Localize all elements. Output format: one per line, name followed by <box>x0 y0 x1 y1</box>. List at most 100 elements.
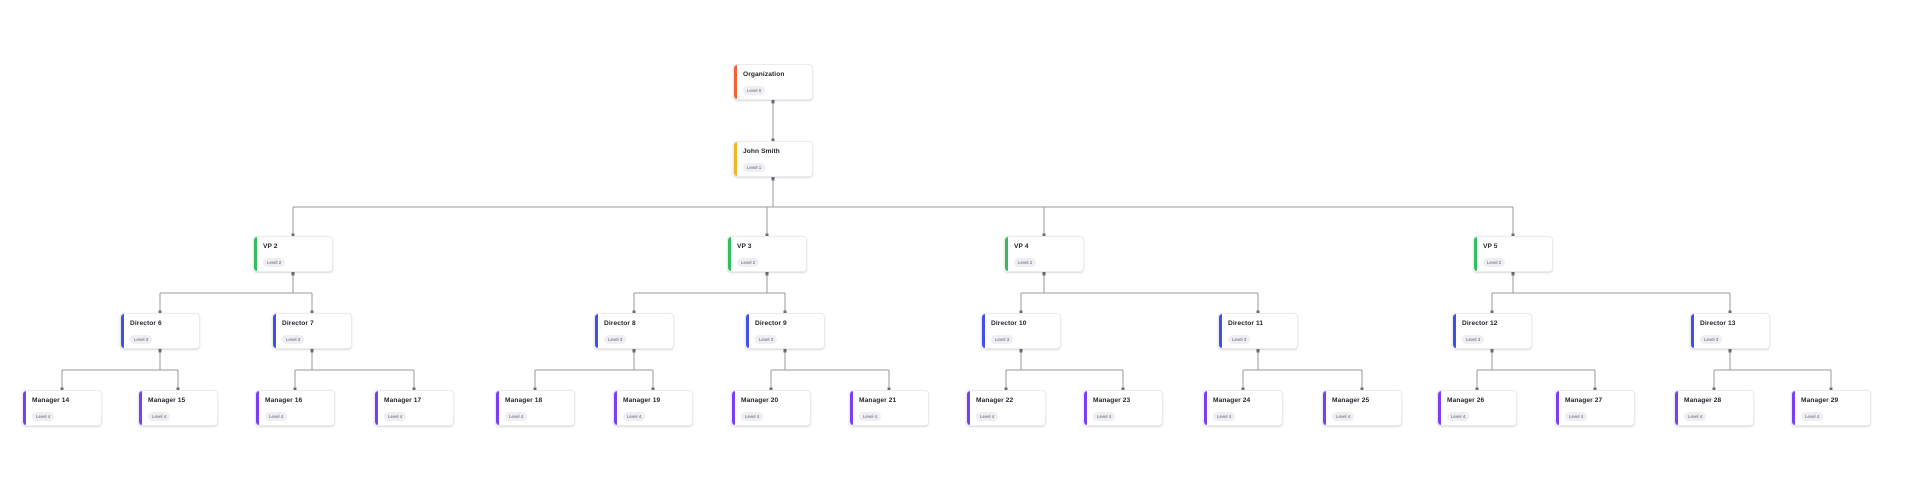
node-level-badge: Level 4 <box>1332 412 1355 421</box>
node-title: Director 9 <box>755 320 787 327</box>
node-accent-bar <box>1084 391 1087 425</box>
node-accent-bar <box>1438 391 1441 425</box>
edge-arrow-source <box>1728 348 1732 353</box>
node-level-badge: Level 4 <box>1684 412 1707 421</box>
node-accent-bar <box>254 237 257 271</box>
node-level-badge: Level 0 <box>743 86 766 95</box>
node-title: Director 12 <box>1462 320 1498 327</box>
node-title: VP 3 <box>737 243 752 250</box>
node-level-badge: Level 3 <box>130 335 153 344</box>
node-accent-bar <box>1323 391 1326 425</box>
node-accent-bar <box>732 391 735 425</box>
node-title: Manager 24 <box>1213 397 1251 404</box>
node-level-badge: Level 3 <box>282 335 305 344</box>
edge-arrow-source <box>765 271 769 276</box>
node-body: Manager 28 Level 4 <box>1675 391 1753 423</box>
node-level-badge: Level 4 <box>32 412 55 421</box>
edge-arrow-source <box>310 348 314 353</box>
org-node-n6[interactable]: Director 6 Level 3 <box>120 313 200 349</box>
node-level-badge: Level 4 <box>1447 412 1470 421</box>
node-body: Director 6 Level 3 <box>121 314 199 346</box>
node-title: Manager 26 <box>1447 397 1485 404</box>
node-accent-bar <box>595 314 598 348</box>
node-title: Manager 28 <box>1684 397 1722 404</box>
node-body: Manager 26 Level 4 <box>1438 391 1516 423</box>
node-level-badge: Level 4 <box>148 412 171 421</box>
node-title: Manager 21 <box>859 397 897 404</box>
node-accent-bar <box>850 391 853 425</box>
node-accent-bar <box>1453 314 1456 348</box>
node-level-badge: Level 3 <box>1228 335 1251 344</box>
org-node-n28[interactable]: Manager 28 Level 4 <box>1674 390 1754 426</box>
node-accent-bar <box>23 391 26 425</box>
node-title: Manager 25 <box>1332 397 1370 404</box>
org-node-n19[interactable]: Manager 19 Level 4 <box>613 390 693 426</box>
node-accent-bar <box>746 314 749 348</box>
node-accent-bar <box>1556 391 1559 425</box>
node-accent-bar <box>273 314 276 348</box>
node-title: Organization <box>743 71 785 78</box>
node-accent-bar <box>728 237 731 271</box>
node-level-badge: Level 4 <box>623 412 646 421</box>
org-node-n25[interactable]: Manager 25 Level 4 <box>1322 390 1402 426</box>
node-body: Manager 24 Level 4 <box>1204 391 1282 423</box>
node-title: Manager 19 <box>623 397 661 404</box>
node-level-badge: Level 4 <box>1213 412 1236 421</box>
org-node-n24[interactable]: Manager 24 Level 4 <box>1203 390 1283 426</box>
node-title: VP 4 <box>1014 243 1029 250</box>
node-title: Manager 16 <box>265 397 303 404</box>
node-accent-bar <box>1792 391 1795 425</box>
node-level-badge: Level 3 <box>991 335 1014 344</box>
org-node-n26[interactable]: Manager 26 Level 4 <box>1437 390 1517 426</box>
node-title: Director 6 <box>130 320 162 327</box>
node-level-badge: Level 4 <box>384 412 407 421</box>
edge-arrow-source <box>771 176 775 181</box>
node-accent-bar <box>1474 237 1477 271</box>
node-level-badge: Level 4 <box>1801 412 1824 421</box>
node-body: Manager 19 Level 4 <box>614 391 692 423</box>
node-accent-bar <box>496 391 499 425</box>
edge-arrow-source <box>1256 348 1260 353</box>
node-title: Director 8 <box>604 320 636 327</box>
node-accent-bar <box>256 391 259 425</box>
edge-arrow-source <box>158 348 162 353</box>
node-level-badge: Level 1 <box>743 163 766 172</box>
node-accent-bar <box>982 314 985 348</box>
